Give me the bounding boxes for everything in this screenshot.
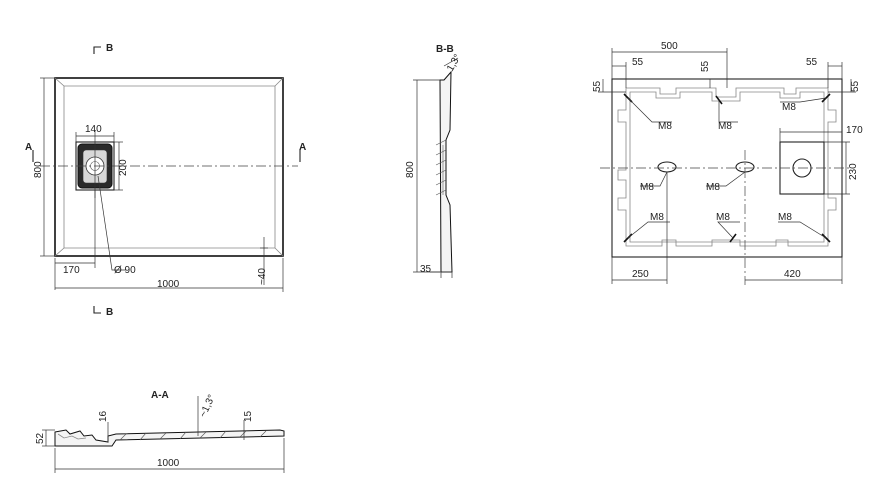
m8-label-4: M8: [640, 182, 654, 193]
dim-420: 420: [784, 269, 801, 280]
section-bb-length: 800: [405, 161, 416, 178]
tray-outline: [54, 77, 284, 257]
dim-drain-width: 140: [85, 124, 102, 135]
section-b-bottom-label: B: [106, 307, 113, 318]
bottom-view: M8 M8 M8 M8 M8 M8 M8 M8 500 55 55 55: [592, 41, 863, 285]
dim-height-800: 800: [33, 161, 44, 178]
dim-250: 250: [632, 269, 649, 280]
dim-55-top-mid: 55: [700, 60, 711, 72]
section-aa-angle: ~1,3°: [198, 393, 218, 419]
dim-230: 230: [848, 163, 859, 180]
dim-edge-40: ~40: [257, 268, 268, 285]
section-aa-label: A-A: [151, 390, 169, 401]
m8-label-3: M8: [782, 102, 796, 113]
section-bb-profile: [439, 70, 453, 273]
section-a-right-label: A: [299, 142, 306, 153]
m8-label-6: M8: [650, 212, 664, 223]
dim-width-1000: 1000: [157, 279, 180, 290]
section-aa-profile: [54, 429, 285, 447]
dim-55-right: 55: [850, 80, 861, 92]
section-a-left-label: A: [25, 142, 32, 153]
section-aa-16: 16: [98, 410, 109, 422]
top-view: A A B B 800 140 200 170 Ø 90 100: [25, 43, 306, 318]
dim-drain-height: 200: [118, 159, 129, 176]
m8-label-1: M8: [658, 121, 672, 132]
dim-170: 170: [846, 125, 863, 136]
dim-55-left: 55: [592, 80, 603, 92]
dim-500: 500: [661, 41, 678, 52]
dim-55-top-left: 55: [632, 57, 644, 68]
m8-label-7: M8: [716, 212, 730, 223]
section-bb-thickness: 35: [420, 264, 432, 275]
section-aa-height: 52: [35, 432, 46, 444]
bottom-ribs: [617, 87, 837, 247]
section-aa: A-A 52 16 ~1,3° 15 1000: [35, 390, 285, 473]
m8-label-5: M8: [706, 182, 720, 193]
section-bb-angle: 1,3°: [445, 52, 463, 73]
section-bb-label: B-B: [436, 44, 454, 55]
dim-drain-diameter: Ø 90: [114, 265, 136, 276]
dim-55-top-right: 55: [806, 57, 818, 68]
m8-label-2: M8: [718, 121, 732, 132]
m8-label-8: M8: [778, 212, 792, 223]
section-bb: B-B 1,3° 800 35: [405, 44, 464, 278]
dim-drain-offset: 170: [63, 265, 80, 276]
section-aa-length: 1000: [157, 458, 180, 469]
section-b-top-label: B: [106, 43, 113, 54]
section-aa-15: 15: [243, 410, 254, 422]
